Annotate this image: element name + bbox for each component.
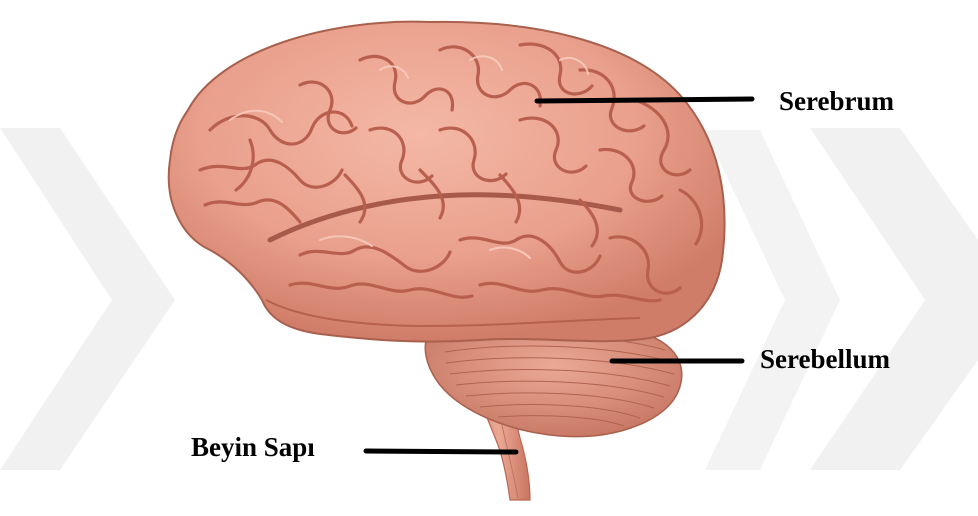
brainstem-label: Beyin Sapı [191, 432, 315, 463]
cerebrum-leader-line [537, 99, 752, 101]
cerebrum-shape [169, 22, 725, 342]
watermark-chevron-left [0, 128, 175, 470]
watermark-chevron-mid [705, 130, 840, 470]
cerebellum-label: Serebellum [760, 344, 890, 375]
brainstem-leader-line [366, 451, 516, 452]
cerebrum-label: Serebrum [779, 86, 894, 117]
